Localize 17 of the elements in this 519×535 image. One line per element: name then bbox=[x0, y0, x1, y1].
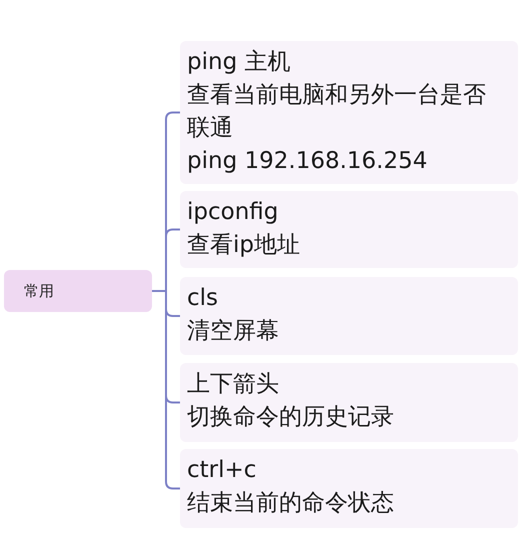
topic-text: ping 主机 bbox=[187, 48, 290, 77]
topic-text: 查看ip地址 bbox=[187, 231, 300, 260]
topic-box bbox=[180, 363, 518, 442]
topic-box bbox=[180, 449, 518, 528]
topic-text: ctrl+c bbox=[187, 456, 256, 485]
topic-text: 结束当前的命令状态 bbox=[187, 489, 394, 518]
topic-text: 清空屏幕 bbox=[187, 317, 279, 346]
topic-text: 切换命令的历史记录 bbox=[187, 403, 394, 432]
topic-text: ipconfig bbox=[187, 198, 278, 227]
topic-text: 上下箭头 bbox=[187, 370, 279, 399]
topic-box bbox=[180, 41, 518, 184]
root-topic-text: 常用 bbox=[24, 282, 54, 300]
root-topic-box bbox=[4, 270, 152, 312]
topic-box bbox=[180, 277, 518, 355]
topic-text: cls bbox=[187, 284, 218, 313]
topic-box bbox=[180, 191, 518, 268]
topic-text: ping 192.168.16.254 bbox=[187, 147, 428, 176]
